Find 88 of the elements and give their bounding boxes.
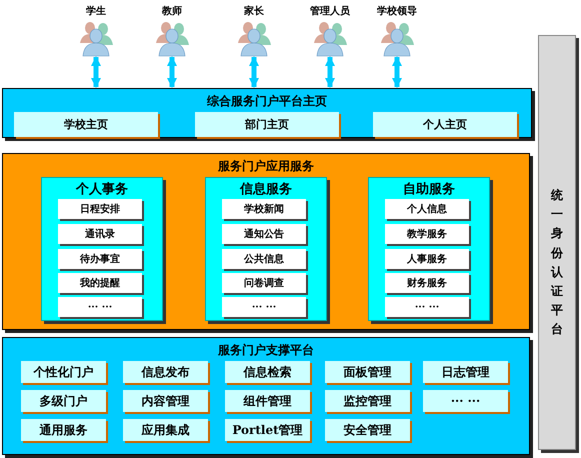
item-label: 问卷调查 [244, 276, 284, 290]
item-label: ··· ··· [414, 302, 440, 312]
item-label: 监控管理 [344, 392, 392, 410]
double-arrow [392, 56, 402, 88]
item-label: 多级门户 [40, 392, 88, 410]
service-item [222, 273, 306, 293]
panel-title: 信息服务 [238, 181, 293, 198]
service-item [222, 297, 306, 317]
double-arrow [249, 56, 259, 88]
service-group-panel [368, 177, 490, 321]
role-label: 管理人员 [309, 4, 351, 18]
service-item [58, 297, 142, 317]
support-module-box [423, 361, 508, 383]
support-module-box [325, 390, 410, 412]
support-module-box [123, 390, 208, 412]
item-label: 组件管理 [244, 392, 292, 410]
double-arrow [91, 56, 101, 88]
support-module-box [423, 390, 508, 412]
item-label: 个人主页 [423, 117, 467, 132]
service-group-panel [41, 177, 163, 321]
item-label: 通用服务 [40, 422, 88, 438]
item-label: 部门主页 [245, 117, 289, 132]
support-module-box [123, 419, 208, 441]
double-arrow [325, 56, 335, 88]
service-item [385, 273, 469, 293]
role-label: 学生 [85, 4, 107, 18]
item-label: 学校主页 [64, 117, 108, 132]
panel-title: 服务门户支撑平台 [216, 342, 315, 359]
service-item [385, 199, 469, 219]
service-item [222, 224, 306, 244]
item-label: 信息检索 [244, 364, 292, 380]
role-label: 教师 [160, 4, 183, 18]
item-label: 通知公告 [244, 228, 284, 241]
platform-panel [2, 337, 530, 455]
service-group-panel [205, 177, 327, 321]
service-item [222, 249, 306, 269]
platform-panel [2, 88, 532, 138]
item-label: 通讯录 [85, 228, 115, 241]
item-label: 人事服务 [407, 252, 447, 266]
item-label: 待办事宜 [80, 252, 120, 266]
item-label: 应用集成 [142, 422, 190, 438]
panel-title: 综合服务门户平台主页 [206, 93, 328, 110]
item-label: 教学服务 [407, 228, 447, 241]
item-label: Portlet管理 [232, 422, 303, 438]
support-module-box [21, 361, 106, 383]
support-module-box [325, 361, 410, 383]
item-label: 信息发布 [142, 364, 190, 380]
service-item [58, 224, 142, 244]
panel-title: 统一身份认证平台 [551, 187, 563, 338]
support-module-box [123, 361, 208, 383]
platform-panel [2, 153, 530, 330]
item-label: 安全管理 [344, 422, 392, 438]
item-label: 内容管理 [142, 392, 190, 410]
double-arrow [167, 56, 177, 88]
item-label: 我的提醒 [80, 276, 120, 290]
item-label: 日志管理 [442, 364, 490, 380]
homepage-box [195, 112, 339, 137]
item-label: 财务服务 [407, 276, 447, 290]
support-module-box [225, 390, 310, 412]
panel-title: 服务门户应用服务 [216, 158, 315, 175]
support-module-box [21, 419, 106, 441]
item-label: ··· ··· [450, 394, 480, 408]
homepage-box [14, 112, 158, 137]
service-item [222, 199, 306, 219]
item-label: ··· ··· [88, 302, 112, 312]
support-module-box [21, 390, 106, 412]
item-label: ··· ··· [252, 302, 276, 312]
service-item [58, 249, 142, 269]
service-item [58, 199, 142, 219]
item-label: 个人信息 [407, 202, 447, 216]
item-label: 面板管理 [344, 364, 392, 380]
identity-platform-bar [538, 35, 576, 450]
homepage-box [373, 112, 517, 137]
support-module-box [225, 419, 310, 441]
service-item [385, 224, 469, 244]
service-item [385, 297, 469, 317]
role-label: 家长 [243, 4, 265, 18]
panel-title: 自助服务 [402, 181, 456, 198]
item-label: 个性化门户 [34, 364, 94, 380]
item-label: 公共信息 [244, 252, 284, 266]
item-label: 学校新闻 [244, 202, 284, 216]
service-item [58, 273, 142, 293]
item-label: 日程安排 [80, 202, 120, 216]
support-module-box [225, 361, 310, 383]
support-module-box [325, 419, 410, 441]
service-item [385, 249, 469, 269]
panel-title: 个人事务 [75, 181, 129, 198]
role-label: 学校领导 [376, 4, 418, 18]
